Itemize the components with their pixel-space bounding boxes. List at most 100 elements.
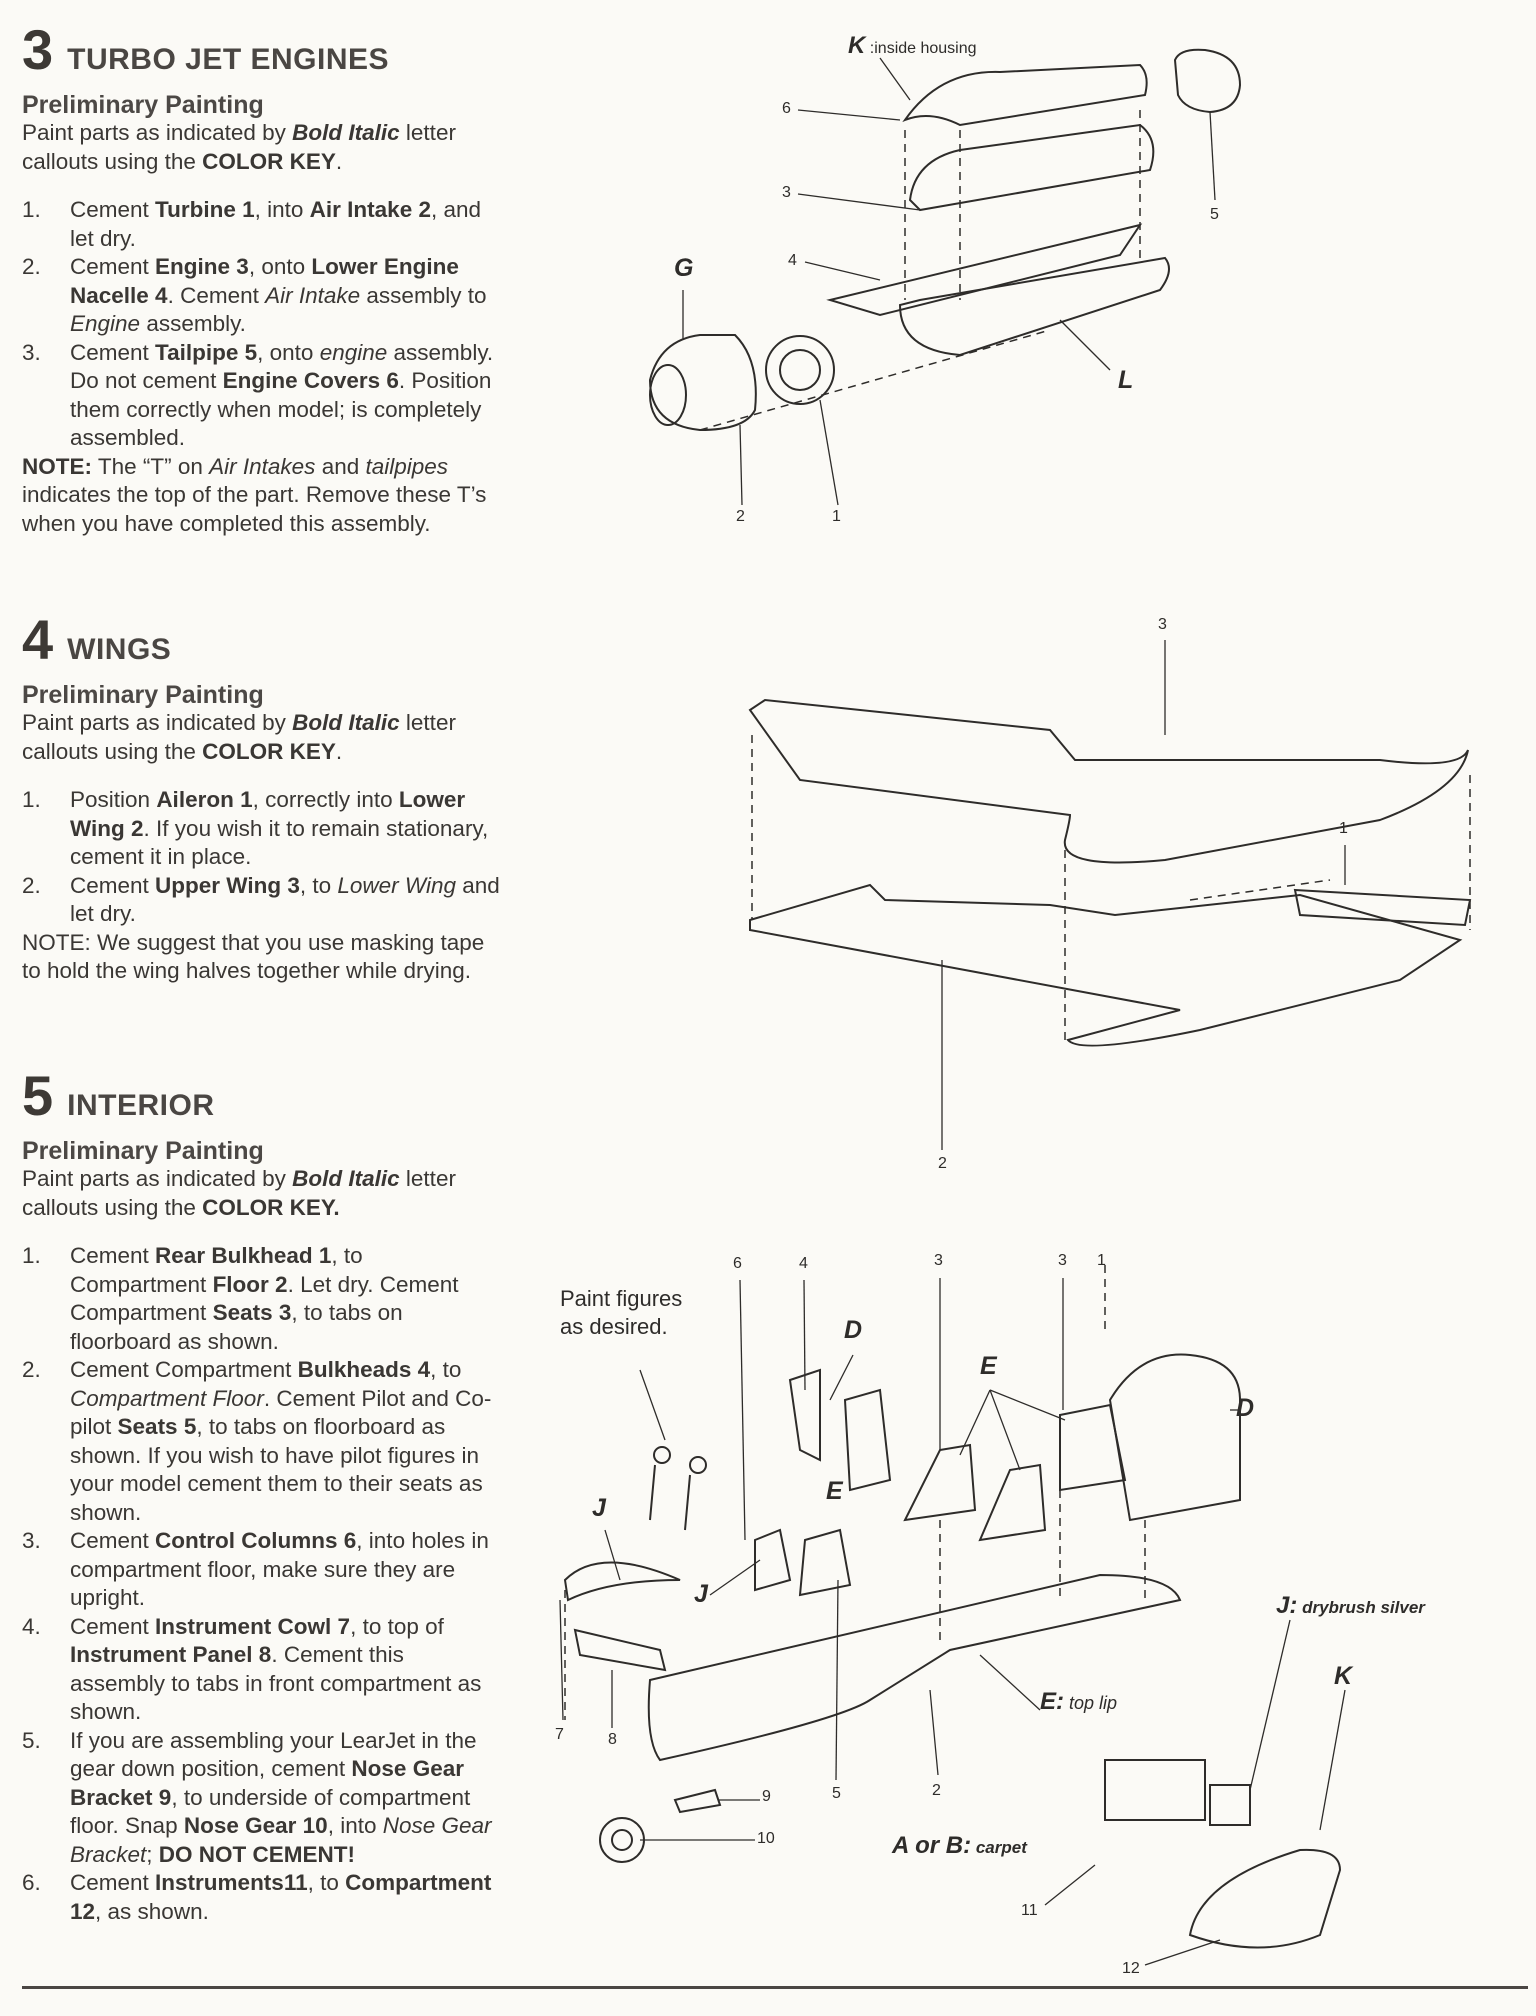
step-list: 1.Cement Turbine 1, into Air Intake 2, a… xyxy=(22,196,502,453)
text-run: If you are assembling your LearJet in th… xyxy=(70,1727,477,1782)
callout-text: drybrush silver xyxy=(1297,1598,1425,1617)
text-run: Cement xyxy=(70,1613,156,1639)
step-number: 1. xyxy=(22,1243,41,1268)
part-number-3: 3 xyxy=(1158,616,1167,633)
instrument-panel-part xyxy=(573,1628,667,1672)
emphasized-text: Instrument Panel 8 xyxy=(70,1642,272,1667)
text-run: , to underside of compartment floor. Sna… xyxy=(70,1784,471,1839)
text-run: , into xyxy=(327,1813,383,1838)
callout-letter: J: xyxy=(1276,1592,1298,1619)
emphasized-text: COLOR KEY xyxy=(202,738,336,764)
callout-g: G xyxy=(674,254,694,282)
engine-cover-part xyxy=(902,63,1148,127)
emphasized-text: Instruments11 xyxy=(155,1870,308,1895)
emphasized-text: Control Columns 6 xyxy=(155,1528,357,1553)
text-run: . Cement Pilot and Co-pilot xyxy=(70,1385,492,1440)
callout-text: carpet xyxy=(971,1838,1027,1857)
callout-text: top lip xyxy=(1064,1693,1118,1713)
part-number-9: 9 xyxy=(762,1788,771,1805)
text-run: , to tabs on floorboard as shown. xyxy=(70,1300,403,1354)
note-text: NOTE: The “T” on Air Intakes and tailpip… xyxy=(22,453,502,539)
text-run: , to tabs on floorboard as shown. If you… xyxy=(70,1414,483,1525)
upper-wing-part xyxy=(748,698,1469,864)
engine-part xyxy=(908,123,1155,212)
part-number-6: 6 xyxy=(782,100,791,117)
callout-letter: K xyxy=(848,32,866,59)
callout-k-inside-housing: K :inside housing xyxy=(848,32,977,60)
text-run: . xyxy=(335,148,343,174)
part-number-1: 1 xyxy=(1339,820,1348,837)
callout-l: L xyxy=(1118,366,1134,394)
emphasized-text: Tailpipe 5 xyxy=(155,339,258,365)
text-run: Paint parts as indicated by xyxy=(22,710,293,735)
step-text: If you are assembling your LearJet in th… xyxy=(70,1727,502,1870)
subheading: Preliminary Painting xyxy=(22,681,264,709)
part-number-1: 1 xyxy=(1097,1252,1106,1269)
text-run: , into xyxy=(254,197,310,222)
text-run: letter callouts using the xyxy=(22,120,456,174)
emphasized-text: Instrument Cowl 7 xyxy=(155,1613,351,1639)
emphasized-text: Seats 5 xyxy=(117,1414,197,1439)
part-number-5: 5 xyxy=(832,1785,841,1802)
text-run: , into holes in compartment floor, make … xyxy=(70,1528,489,1610)
part-number-3: 3 xyxy=(782,184,791,201)
part-number-6: 6 xyxy=(733,1255,742,1272)
emphasized-text: Bulkheads 4 xyxy=(297,1357,431,1382)
instrument-cowl-part xyxy=(563,1561,681,1602)
callout-e-top-lip: E: top lip xyxy=(1040,1688,1117,1716)
step-text: Cement Rear Bulkhead 1, to Compartment F… xyxy=(70,1242,502,1356)
part-number-10: 10 xyxy=(757,1830,775,1847)
emphasized-text: tailpipes xyxy=(365,453,449,479)
section-number: 4 xyxy=(22,608,54,671)
step-list: 1. Cement Rear Bulkhead 1, to Compartment… xyxy=(22,1242,502,1926)
subheading: Preliminary Painting xyxy=(22,1137,264,1165)
step-number: 1. xyxy=(22,197,41,222)
text-run: . xyxy=(335,738,343,764)
subheading: Preliminary Painting xyxy=(22,91,264,119)
nacelle-body-part xyxy=(898,256,1170,357)
intro-text: Paint parts as indicated by Bold Italic … xyxy=(22,119,502,176)
step-item: 5.If you are assembling your LearJet in … xyxy=(22,1727,502,1870)
text-run: , to xyxy=(307,1870,346,1895)
emphasized-text: COLOR KEY xyxy=(202,148,336,174)
step-list: 1.Position Aileron 1, correctly into Low… xyxy=(22,786,502,929)
tailpipe-part xyxy=(1173,48,1242,114)
callout-d: D xyxy=(844,1316,863,1344)
part-number-4: 4 xyxy=(788,252,797,269)
emphasized-text: Floor 2 xyxy=(212,1271,288,1297)
step-text: Cement Instrument Cowl 7, to top of Inst… xyxy=(70,1613,502,1727)
callout-j-drybrush-silver: J: drybrush silver xyxy=(1276,1592,1425,1620)
text-run: Cement xyxy=(70,1870,156,1895)
emphasized-text: Seats 3 xyxy=(212,1300,292,1325)
aileron-part xyxy=(1293,888,1472,927)
intro-text: Paint parts as indicated by Bold Italic … xyxy=(22,709,502,766)
text-run: assembly to xyxy=(360,282,487,308)
instruments-part xyxy=(1104,1759,1206,1821)
emphasized-text: Aileron 1 xyxy=(156,787,253,812)
part-number-1: 1 xyxy=(832,508,841,525)
callout-j: J xyxy=(592,1494,606,1522)
text-run: NOTE: We suggest that you use masking ta… xyxy=(22,929,485,984)
part-number-12: 12 xyxy=(1122,1960,1140,1977)
text-run: and xyxy=(315,453,366,479)
step-item: 2.Cement Upper Wing 3, to Lower Wing and… xyxy=(22,872,502,929)
section-title: TURBO JET ENGINES xyxy=(67,43,390,76)
pilot-figure xyxy=(653,1446,671,1464)
step-number: 3. xyxy=(22,339,41,365)
step-number: 2. xyxy=(22,254,41,279)
emphasized-text: Engine xyxy=(70,311,141,336)
callout-k: K xyxy=(1334,1662,1353,1690)
text-run: , to Compartment xyxy=(70,1243,363,1297)
text-run: indicates the top of the part. Remove th… xyxy=(22,482,487,536)
emphasized-text: COLOR KEY. xyxy=(202,1194,340,1220)
emphasized-text: Bold Italic xyxy=(292,710,400,735)
wings-diagram xyxy=(748,640,1472,1150)
seat-part xyxy=(1059,1403,1127,1492)
emphasized-text: Upper Wing 3 xyxy=(155,872,300,898)
section-number: 5 xyxy=(22,1064,54,1127)
emphasized-text: Nose Gear Bracket xyxy=(70,1813,492,1867)
